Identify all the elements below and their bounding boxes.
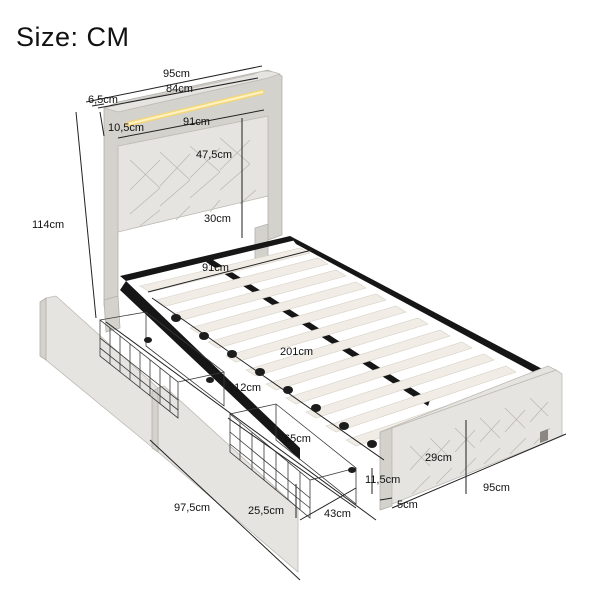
label-clearance: 11,5cm (365, 474, 400, 486)
drawer-front (39, 295, 357, 573)
label-leg-gap: 30cm (204, 213, 231, 225)
label-total-length: 212cm (228, 382, 261, 394)
label-drawer-basket-length: 65cm (284, 433, 311, 445)
drawer-basket-back (229, 403, 357, 519)
label-drawer-depth: 43cm (324, 508, 351, 520)
label-total-height: 114cm (32, 219, 64, 231)
label-headboard-top-width: 95cm (163, 68, 190, 80)
label-drawer-length: 97,5cm (174, 502, 210, 514)
headboard (103, 69, 283, 333)
size-unit-title: Size: CM (16, 22, 130, 52)
label-panel-height: 47,5cm (196, 149, 232, 161)
label-footboard-width: 95cm (483, 482, 510, 494)
label-slat-length: 201cm (280, 346, 313, 358)
label-panel-width: 91cm (183, 116, 210, 128)
label-footboard-thickness: 5cm (397, 499, 418, 511)
label-slat-width: 91cm (202, 262, 229, 274)
label-shelf-height: 10,5cm (108, 122, 144, 134)
footboard (379, 365, 563, 511)
label-shelf-depth: 6,5cm (88, 94, 118, 106)
label-footboard-height: 29cm (425, 452, 452, 464)
label-headboard-inner-width: 84cm (166, 83, 193, 95)
label-drawer-height: 25,5cm (248, 505, 284, 517)
drawer-basket-front (99, 311, 225, 419)
dimension-labels: 95cm 84cm 6,5cm 10,5cm 91cm 47,5cm 30cm … (32, 68, 510, 520)
dimension-lines (75, 65, 567, 581)
